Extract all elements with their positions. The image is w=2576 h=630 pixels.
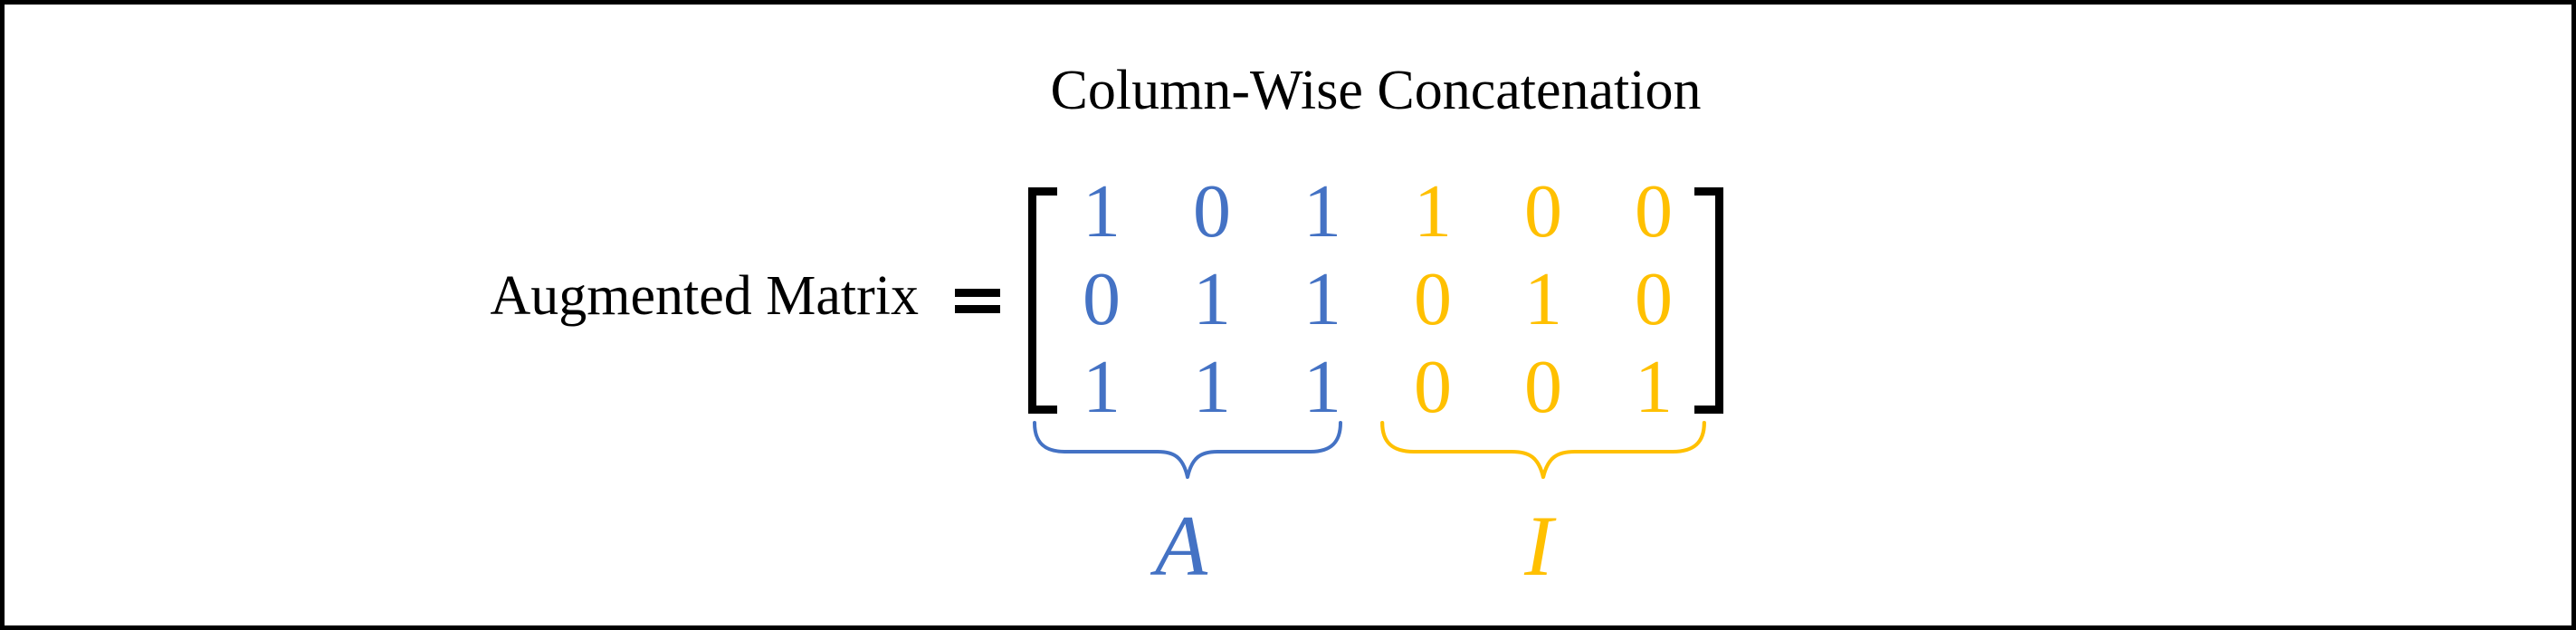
matrix-cell: 1 — [1193, 256, 1231, 341]
matrix-cell: 0 — [1635, 168, 1673, 253]
matrix-cell: 1 — [1193, 344, 1231, 429]
matrix-cell: 0 — [1414, 344, 1452, 429]
matrix-cell: 1 — [1303, 256, 1341, 341]
augmented-matrix: 1 0 1 1 0 0 0 1 1 0 1 0 1 1 1 0 0 1 — [1046, 167, 1709, 431]
matrix-cell: 0 — [1414, 256, 1452, 341]
equation-label: Augmented Matrix — [490, 265, 919, 327]
matrix-cell: 1 — [1635, 344, 1673, 429]
figure-title: Column-Wise Concatenation — [1050, 60, 1702, 121]
underbrace-a-icon — [1032, 420, 1343, 482]
matrix-cell: 1 — [1414, 168, 1452, 253]
matrix-left-bracket — [1028, 187, 1057, 414]
matrix-cell: 0 — [1083, 256, 1121, 341]
matrix-cell: 0 — [1193, 168, 1231, 253]
block-label-a: A — [1154, 498, 1208, 594]
matrix-cell: 0 — [1524, 168, 1562, 253]
equals-sign: = — [955, 289, 1000, 313]
matrix-right-bracket — [1694, 187, 1723, 414]
equals-bottom-bar — [955, 305, 1000, 313]
matrix-cell: 1 — [1303, 168, 1341, 253]
matrix-cell: 1 — [1083, 344, 1121, 429]
matrix-cell: 0 — [1635, 256, 1673, 341]
matrix-cell: 1 — [1303, 344, 1341, 429]
equals-top-bar — [955, 289, 1000, 297]
matrix-cell: 1 — [1083, 168, 1121, 253]
underbrace-i-icon — [1379, 420, 1707, 482]
matrix-cell: 0 — [1524, 344, 1562, 429]
matrix-cell: 1 — [1524, 256, 1562, 341]
block-label-i: I — [1524, 498, 1553, 594]
